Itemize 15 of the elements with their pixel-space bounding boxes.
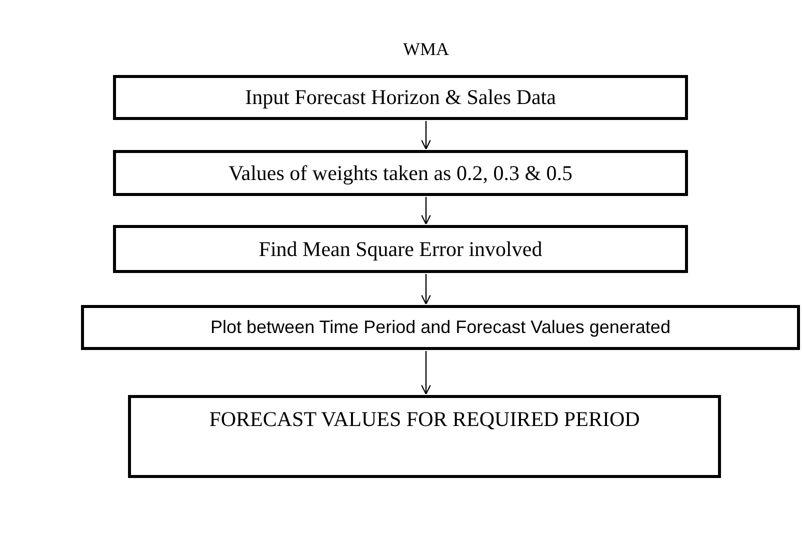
box-label: FORECAST VALUES FOR REQUIRED PERIOD xyxy=(209,406,640,432)
process-box xyxy=(113,225,688,273)
process-box xyxy=(113,75,688,120)
arrow xyxy=(420,197,432,225)
box-label: Values of weights taken as 0.2, 0.3 & 0.5 xyxy=(228,160,573,186)
process-box xyxy=(128,395,721,478)
box-label: Find Mean Square Error involved xyxy=(258,236,542,262)
diagram-title: WMA xyxy=(402,38,450,61)
process-box xyxy=(81,305,800,350)
arrow xyxy=(420,351,432,395)
box-label: Plot between Time Period and Forecast Values generated xyxy=(210,316,670,339)
arrow xyxy=(420,274,432,305)
process-box xyxy=(113,150,688,196)
arrow xyxy=(420,121,432,150)
box-label: Input Forecast Horizon & Sales Data xyxy=(245,84,556,111)
